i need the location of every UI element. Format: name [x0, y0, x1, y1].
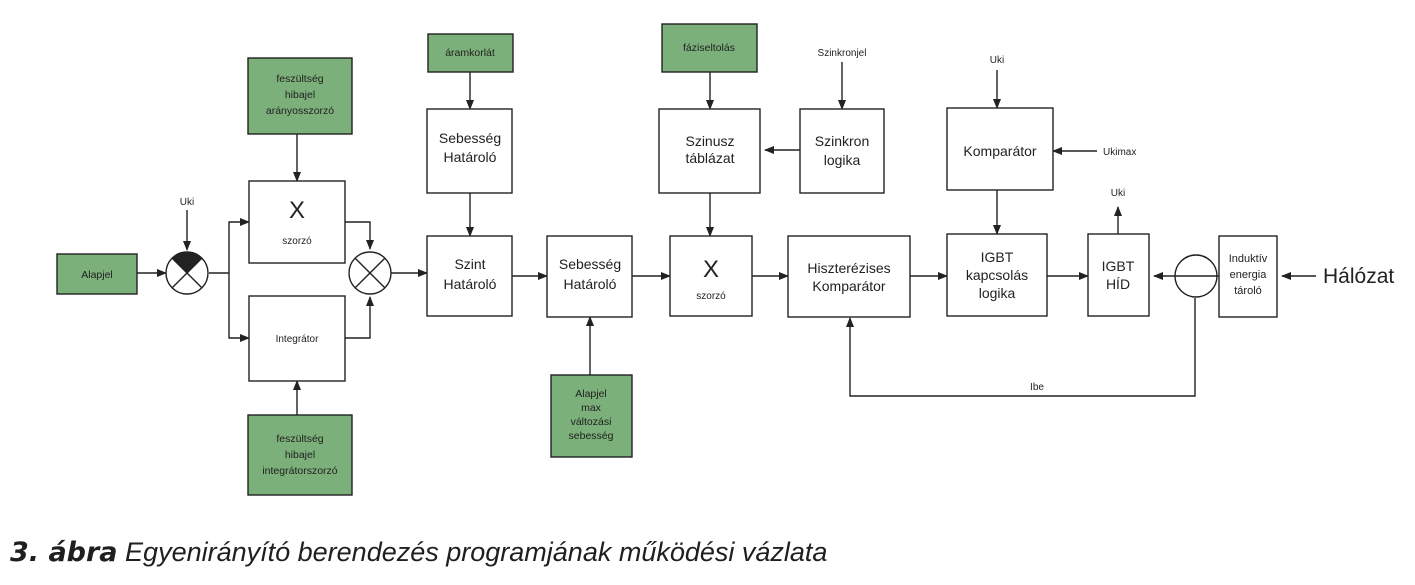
- caption-number: 3. ábra: [10, 537, 118, 568]
- connections: [137, 62, 1316, 415]
- szinkron-line1: Szinkron: [815, 133, 869, 149]
- summing-junction-1: [165, 251, 209, 295]
- block-diagram: Alapjel feszültség hibajel arányosszorzó…: [56, 23, 1394, 496]
- induktiv-line3: tároló: [1234, 285, 1262, 297]
- integrator-label: Integrátor: [276, 334, 319, 345]
- alapjel-max-line1: Alapjel: [575, 388, 607, 400]
- integrator-block: Integrátor: [248, 295, 346, 382]
- hiszterezises-line2: Komparátor: [812, 278, 885, 294]
- alapjel-label: Alapjel: [81, 269, 113, 281]
- hiszterezises-komparator-block: Hiszterézises Komparátor: [787, 235, 911, 318]
- sebesseg-hatarolo-block: Sebesség Határoló: [546, 235, 633, 318]
- feszultseg-int-line1: feszültség: [276, 433, 323, 445]
- fazaseltolas-label: fáziseltolás: [683, 42, 735, 54]
- igbt-logika-line3: logika: [979, 285, 1016, 301]
- hiszterezises-line1: Hiszterézises: [807, 260, 890, 276]
- aramkorlat-label: áramkorlát: [445, 47, 495, 59]
- szint-line1: Szint: [454, 256, 485, 272]
- szorzo1-label: szorzó: [282, 236, 312, 247]
- komparator-block: Komparátor: [946, 107, 1054, 191]
- feszultseg-prop-line1: feszültség: [276, 73, 323, 85]
- aramkorlat-block: áramkorlát: [427, 33, 514, 73]
- igbt-hid-block: IGBT HÍD: [1087, 233, 1150, 317]
- igbt-hid-line1: IGBT: [1102, 258, 1135, 274]
- alapjel-max-line4: sebesség: [569, 430, 614, 442]
- alapjel-max-line2: max: [581, 402, 602, 414]
- feszultseg-prop-line3: arányosszorzó: [266, 105, 334, 117]
- szorzo-block-1: X szorzó: [248, 180, 346, 264]
- szorzo2-x: X: [703, 256, 719, 283]
- igbt-logika-line2: kapcsolás: [966, 267, 1028, 283]
- alapjel-max-block: Alapjel max változási sebesség: [550, 374, 633, 458]
- sebesseg-line1: Sebesség: [559, 256, 621, 272]
- feszultseg-int-line3: integrátorszorzó: [262, 465, 337, 477]
- igbt-logika-block: IGBT kapcsolás logika: [946, 233, 1048, 317]
- ukimax-label: Ukimax: [1103, 147, 1136, 158]
- figure-caption: 3. ábra Egyenirányító berendezés program…: [10, 537, 827, 568]
- induktiv-tarolo-block: Induktív energia tároló: [1218, 235, 1278, 318]
- feszultseg-int-block: feszültség hibajel integrátorszorzó: [247, 414, 353, 496]
- halozat-label: Hálózat: [1323, 265, 1394, 288]
- szinkronjel-label: Szinkronjel: [818, 48, 867, 59]
- szinusz-line1: Szinusz: [685, 133, 734, 149]
- sebesseg-line2: Határoló: [564, 276, 617, 292]
- induktiv-line1: Induktív: [1229, 253, 1268, 265]
- igbt-hid-line2: HÍD: [1106, 276, 1130, 292]
- szorzo-block-2: X szorzó: [669, 235, 753, 317]
- szinusz-line2: táblázat: [685, 150, 734, 166]
- uki-top-label: Uki: [990, 55, 1004, 66]
- feszultseg-int-line2: hibajel: [285, 449, 315, 461]
- caption-text: Egyenirányító berendezés programjának mű…: [125, 537, 828, 567]
- szinusz-tablazat-block: Szinusz táblázat: [658, 108, 761, 194]
- uki-right-label: Uki: [1111, 188, 1125, 199]
- alapjel-block: Alapjel: [56, 253, 138, 295]
- szinkron-logika-block: Szinkron logika: [799, 108, 885, 194]
- feszultseg-prop-line2: hibajel: [285, 89, 315, 101]
- sebesseg-top-line1: Sebesség: [439, 130, 501, 146]
- summing-junction-2: [348, 251, 392, 295]
- current-sensor: [1174, 254, 1218, 298]
- sebesseg-top-line2: Határoló: [444, 149, 497, 165]
- induktiv-line2: energia: [1230, 269, 1268, 281]
- alapjel-max-line3: változási: [571, 416, 612, 428]
- ibe-label: Ibe: [1030, 382, 1044, 393]
- sebesseg-hatarolo-top-block: Sebesség Határoló: [426, 108, 513, 194]
- igbt-logika-line1: IGBT: [981, 249, 1014, 265]
- komparator-label: Komparátor: [963, 143, 1036, 159]
- szinkron-line2: logika: [824, 152, 861, 168]
- szint-line2: Határoló: [444, 276, 497, 292]
- szorzo2-label: szorzó: [696, 291, 726, 302]
- szorzo1-x: X: [289, 197, 305, 224]
- feszultseg-prop-block: feszültség hibajel arányosszorzó: [247, 57, 353, 135]
- fazaseltolas-block: fáziseltolás: [661, 23, 758, 73]
- uki-left-label: Uki: [180, 197, 194, 208]
- szint-hatarolo-block: Szint Határoló: [426, 235, 513, 317]
